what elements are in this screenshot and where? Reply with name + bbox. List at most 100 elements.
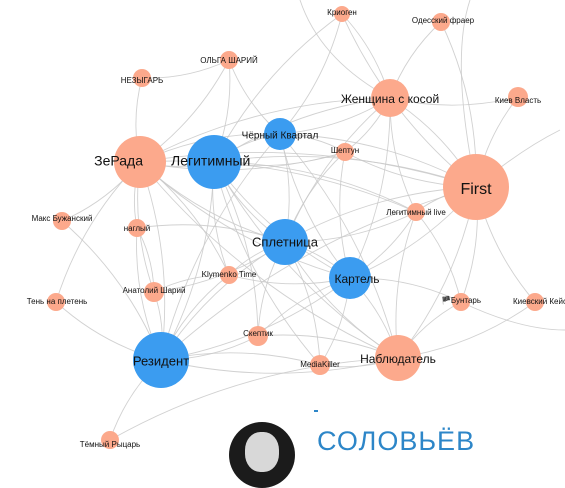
node-label-maksbuzh: Макс Бужанский — [32, 214, 93, 223]
edge-rezident-first — [160, 186, 477, 361]
node-circle-odessa[interactable] — [432, 13, 450, 31]
node-buntar[interactable] — [452, 293, 470, 311]
edge-zerada-rezident — [139, 161, 166, 361]
node-anatoly[interactable] — [144, 282, 164, 302]
node-ten[interactable] — [47, 293, 65, 311]
node-label-odessa: Одесский фраер — [412, 16, 475, 25]
node-zhenshchina[interactable] — [371, 79, 409, 117]
node-label-anatoly: Анатолий Шарий — [123, 286, 186, 295]
node-label-kartel: Картель — [335, 272, 380, 286]
edge-legitlive-buntar — [415, 211, 462, 303]
node-circle-skeptik[interactable] — [248, 326, 268, 346]
node-nablyudatel[interactable] — [375, 335, 421, 381]
node-kievvlast[interactable] — [508, 87, 528, 107]
node-circle-maksbuzh[interactable] — [53, 212, 71, 230]
node-label-sheptun: Шептун — [331, 146, 359, 155]
node-odessa[interactable] — [432, 13, 450, 31]
node-label-mediakiller: MediaKiller — [300, 360, 340, 369]
node-temny[interactable] — [101, 431, 119, 449]
node-circle-legitlive[interactable] — [407, 203, 425, 221]
node-circle-chernykvartal[interactable] — [264, 118, 296, 150]
profile-name: СОЛОВЬЁВ — [317, 426, 476, 456]
node-rezident[interactable] — [133, 332, 189, 388]
node-circle-ten[interactable] — [47, 293, 65, 311]
node-label-zhenshchina: Женщина с косой — [341, 92, 439, 106]
node-first[interactable] — [443, 154, 509, 220]
node-circle-kriogen[interactable] — [334, 6, 350, 22]
node-label-skeptik: Скептик — [243, 329, 273, 338]
node-label-temny: Тёмный Рыцарь — [80, 440, 140, 449]
node-circle-anatoly[interactable] — [144, 282, 164, 302]
node-klymenko[interactable] — [220, 266, 238, 284]
node-label-olga: ОЛЬГА ШАРИЙ — [200, 56, 258, 65]
edges-layer — [55, 0, 565, 441]
avatar — [229, 422, 295, 488]
edge-temny-nablyudatel — [109, 357, 399, 441]
node-circle-mediakiller[interactable] — [310, 355, 330, 375]
node-circle-nezygar[interactable] — [133, 69, 151, 87]
node-label-rezident: Резидент — [133, 353, 189, 368]
node-legitimny[interactable] — [187, 135, 241, 189]
node-zerada[interactable] — [114, 136, 166, 188]
node-circle-legitimny[interactable] — [187, 135, 241, 189]
node-legitlive[interactable] — [407, 203, 425, 221]
node-label-legitimny: Легитимный — [171, 153, 250, 169]
node-circle-kievkeys[interactable] — [526, 293, 544, 311]
node-circle-klymenko[interactable] — [220, 266, 238, 284]
node-circle-zerada[interactable] — [114, 136, 166, 188]
edge-spletnitsa-zhenshchina — [284, 97, 391, 243]
edge-kartel-zhenshchina — [349, 97, 391, 279]
node-olga[interactable] — [220, 51, 238, 69]
node-skeptik[interactable] — [248, 326, 268, 346]
edge-chernykvartal-rezident — [160, 133, 281, 361]
node-label-nezygar: НЕЗЫГАРЬ — [121, 76, 164, 85]
node-label-first: First — [460, 181, 492, 198]
node-circle-kartel[interactable] — [329, 257, 371, 299]
node-circle-kievvlast[interactable] — [508, 87, 528, 107]
node-label-kriogen: Криоген — [327, 8, 357, 17]
node-circle-temny[interactable] — [101, 431, 119, 449]
edge-offscreen-3 — [460, 301, 565, 331]
node-label-legitlive: Легитимный live — [386, 208, 446, 217]
node-label-kievvlast: Киев Власть — [495, 96, 541, 105]
node-circle-rezident[interactable] — [133, 332, 189, 388]
node-naglyi[interactable] — [128, 219, 146, 237]
node-circle-olga[interactable] — [220, 51, 238, 69]
node-label-ten: Тень на плетень — [27, 297, 88, 306]
edge-legitimny-mediakiller — [213, 161, 321, 366]
node-mediakiller[interactable] — [310, 355, 330, 375]
node-label-zerada: ЗеРада — [94, 153, 143, 169]
edge-zerada-legitlive — [139, 160, 417, 213]
node-kievkeys[interactable] — [526, 293, 544, 311]
edge-chernykvartal-nablyudatel — [279, 133, 399, 359]
node-label-kievkeys: Киевский Кейс — [513, 297, 565, 306]
node-kriogen[interactable] — [334, 6, 350, 22]
edge-zerada-first — [139, 151, 477, 188]
node-circle-zhenshchina[interactable] — [371, 79, 409, 117]
edge-olga-nezygar — [141, 59, 230, 79]
node-circle-first[interactable] — [443, 154, 509, 220]
node-label-spletnitsa: Сплетница — [252, 234, 319, 249]
node-maksbuzh[interactable] — [53, 212, 71, 230]
node-spletnitsa[interactable] — [262, 219, 308, 265]
node-sheptun[interactable] — [336, 143, 354, 161]
node-circle-nablyudatel[interactable] — [375, 335, 421, 381]
card-accent-mark — [314, 410, 318, 412]
node-nezygar[interactable] — [133, 69, 151, 87]
node-circle-buntar[interactable] — [452, 293, 470, 311]
node-label-buntar: 🏴Бунтарь — [441, 295, 481, 305]
node-label-nablyudatel: Наблюдатель — [360, 352, 436, 366]
node-kartel[interactable] — [329, 257, 371, 299]
node-circle-sheptun[interactable] — [336, 143, 354, 161]
node-circle-spletnitsa[interactable] — [262, 219, 308, 265]
node-label-naglyi: наглый — [124, 224, 151, 233]
edge-rezident-nablyudatel — [160, 357, 399, 374]
node-circle-naglyi[interactable] — [128, 219, 146, 237]
node-label-chernykvartal: Чёрный Квартал — [242, 131, 319, 142]
profile-card: СОЛОВЬЁВ — [205, 408, 565, 488]
edge-chernykvartal-kriogen — [279, 13, 343, 135]
node-chernykvartal[interactable] — [264, 118, 296, 150]
node-label-klymenko: Klymenko Time — [202, 270, 257, 279]
